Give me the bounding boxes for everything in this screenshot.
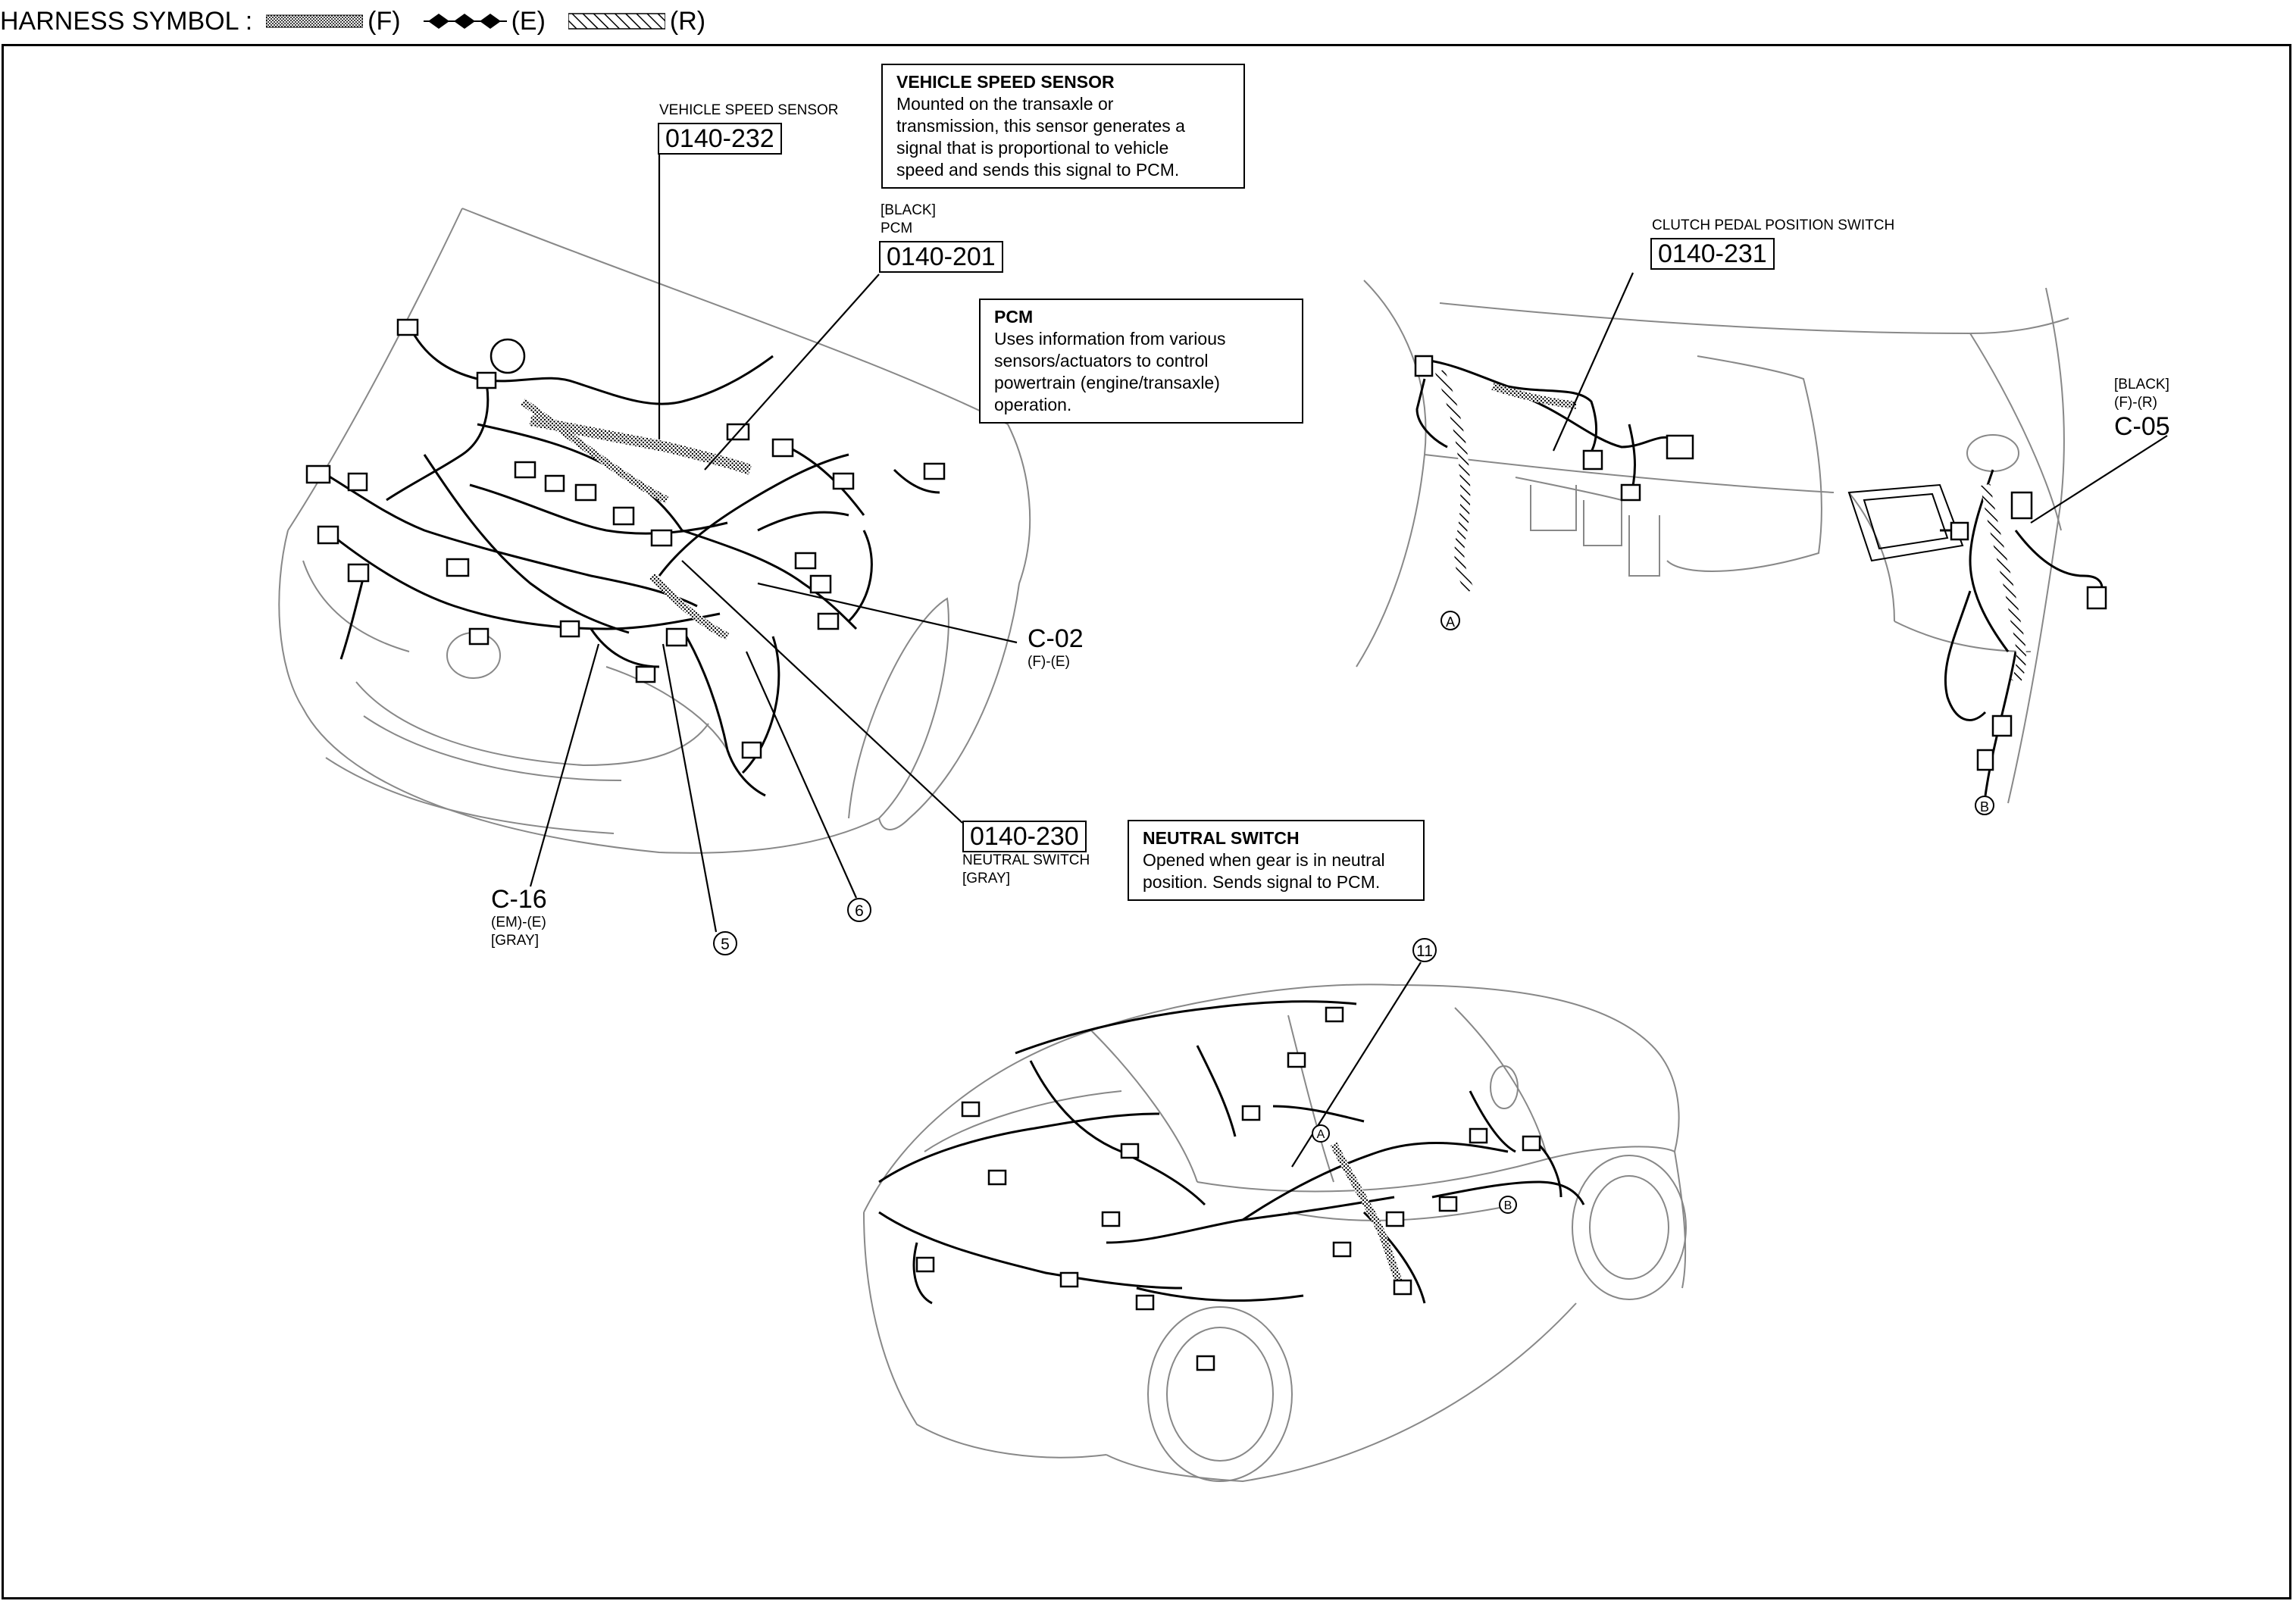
vss-description: VEHICLE SPEED SENSOR Mounted on the tran… [881, 64, 1245, 189]
neutral-code[interactable]: 0140-230 [962, 821, 1087, 852]
marker-b-dash: B [1975, 796, 1994, 815]
dash-view [1356, 280, 2069, 804]
pcm-description: PCM Uses information from various sensor… [979, 299, 1303, 424]
diagram-frame [2, 44, 2291, 1599]
c16-type: (EM)-(E) [491, 915, 546, 930]
c16-color-label: [GRAY] [491, 933, 539, 949]
engine-bay-view [278, 208, 1031, 854]
engine-connectors [305, 318, 946, 759]
pcm-code[interactable]: 0140-201 [879, 241, 1003, 273]
hatched-harness-symbol [568, 13, 665, 30]
marker-a-dash: A [1440, 611, 1460, 630]
neutral-description-title: NEUTRAL SWITCH [1143, 828, 1300, 848]
pcm-description-body: Uses information from various sensors/ac… [994, 329, 1226, 414]
vss-code[interactable]: 0140-232 [658, 123, 782, 155]
diamond-harness-symbol [423, 14, 507, 29]
pcm-label: PCM [881, 220, 913, 236]
legend-f: (F) [368, 6, 401, 36]
neutral-description: NEUTRAL SWITCH Opened when gear is in ne… [1128, 820, 1425, 901]
harness-symbol-legend: HARNESS SYMBOL : (F) (E) (R) [0, 3, 705, 39]
neutral-label: NEUTRAL SWITCH [962, 852, 1090, 868]
c05-type: (F)-(R) [2114, 395, 2157, 411]
pcm-color-label: [BLACK] [881, 202, 936, 218]
leader-lines [529, 154, 2168, 1168]
rear-car-view [863, 983, 1687, 1483]
neutral-description-body: Opened when gear is in neutral position.… [1143, 850, 1385, 892]
dash-connectors [1414, 355, 2107, 771]
marker-b-body: B [1499, 1196, 1517, 1214]
clutch-label: CLUTCH PEDAL POSITION SWITCH [1652, 217, 1895, 233]
marker-11: 11 [1412, 938, 1437, 962]
legend-prefix: HARNESS SYMBOL : [0, 6, 253, 36]
c02-id: C-02 [1028, 624, 1084, 653]
legend-r: (R) [669, 6, 706, 36]
marker-5: 5 [713, 931, 737, 955]
clutch-code[interactable]: 0140-231 [1650, 238, 1775, 270]
c02-type: (F)-(E) [1028, 654, 1070, 670]
dash-harness [1415, 358, 2104, 796]
c05-id: C-05 [2114, 412, 2170, 441]
pcm-description-title: PCM [994, 307, 1034, 327]
engine-harness [317, 325, 940, 797]
neutral-color-label: [GRAY] [962, 871, 1010, 886]
vss-label: VEHICLE SPEED SENSOR [659, 102, 839, 118]
marker-6: 6 [847, 898, 871, 922]
dotted-harness-symbol [266, 14, 364, 28]
marker-a-body: A [1312, 1124, 1330, 1143]
legend-e: (E) [511, 6, 546, 36]
c16-id: C-16 [491, 885, 547, 914]
vss-description-body: Mounted on the transaxle or transmission… [896, 94, 1185, 180]
c05-color-label: [BLACK] [2114, 377, 2169, 392]
vss-description-title: VEHICLE SPEED SENSOR [896, 72, 1115, 92]
